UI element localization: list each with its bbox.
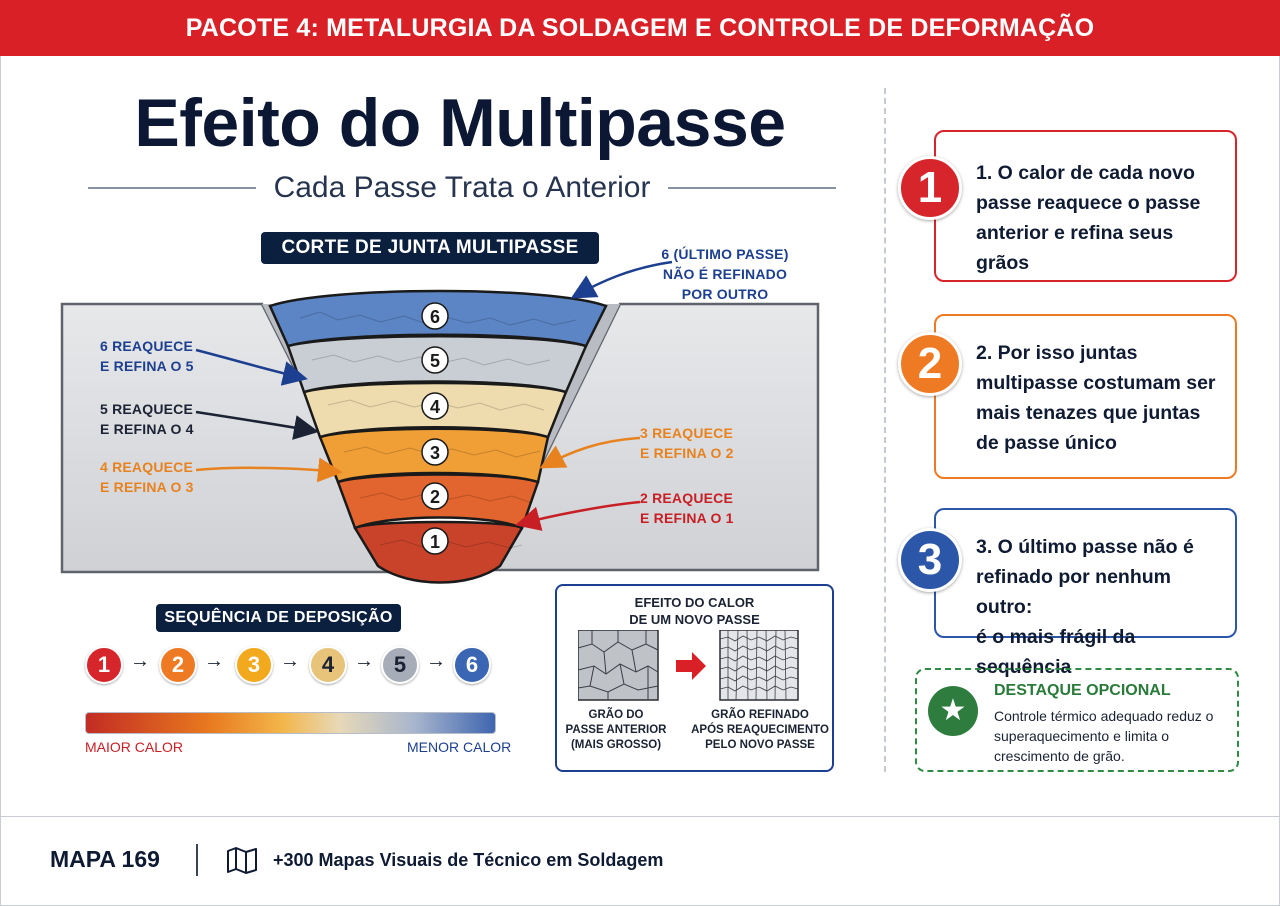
- info-badge-1: 1: [898, 156, 962, 220]
- pass-number-6: 6: [430, 307, 440, 327]
- arrow-right-icon: [676, 652, 706, 680]
- arrow-p6: [195, 348, 308, 386]
- seq-step-2: 2: [159, 646, 197, 684]
- top-banner: PACOTE 4: METALURGIA DA SOLDAGEM E CONTR…: [0, 0, 1280, 56]
- subtitle-line-left: [88, 187, 256, 189]
- callout-p5: 5 REAQUECE E REFINA O 4: [100, 401, 194, 437]
- pass-badge-3: [421, 438, 449, 466]
- seq-step-5: 5: [381, 646, 419, 684]
- fine-grain-icon: [719, 630, 799, 701]
- seq-step-4: 4: [309, 646, 347, 684]
- star-icon: ★: [928, 686, 978, 736]
- pass-badge-5: [421, 346, 449, 374]
- weld-passes: 6 5 4 3 2 1: [268, 289, 608, 584]
- heat-label-min: MENOR CALOR: [407, 739, 512, 755]
- seq-arrow-icon: →: [130, 650, 150, 672]
- info-badge-2: 2: [898, 332, 962, 396]
- callout-p2: 2 REAQUECE E REFINA O 1: [640, 490, 734, 526]
- highlight-title: DESTAQUE OPCIONAL: [994, 682, 1171, 699]
- seq-step-1: 1: [85, 646, 123, 684]
- arrow-p2: [515, 500, 641, 531]
- heat-label-max: MAIOR CALOR: [85, 739, 184, 755]
- pass-number-4: 4: [430, 397, 440, 417]
- info-card-3: 3. O último passe não é refinado por nen…: [934, 508, 1237, 678]
- map-icon: [227, 847, 257, 874]
- footer-separator: [196, 844, 198, 876]
- footer-map-number: MAPA 169: [50, 846, 160, 872]
- sequence-label: SEQUÊNCIA DE DEPOSIÇÃO: [156, 604, 401, 632]
- seq-arrow-icon: →: [354, 650, 374, 672]
- pass-badge-2: [421, 482, 449, 510]
- info-card-2: 2. Por isso juntas multipasse costumam s…: [934, 314, 1237, 479]
- seq-step-3: 3: [235, 646, 273, 684]
- seq-step-6: 6: [453, 646, 491, 684]
- pass-number-5: 5: [430, 351, 440, 371]
- arrow-p3: [539, 436, 641, 469]
- page-subtitle: Cada Passe Trata o Anterior: [273, 171, 651, 204]
- pass-badge-1: [421, 527, 449, 555]
- pass-badge-4: [421, 392, 449, 420]
- grain-comparison: [578, 630, 799, 701]
- page-title: Efeito do Multipasse: [134, 85, 786, 161]
- coarse-grain-caption: GRÃO DO PASSE ANTERIOR (MAIS GROSSO): [565, 709, 667, 751]
- fine-grain-caption: GRÃO REFINADO APÓS REAQUECIMENTO PELO NO…: [691, 709, 829, 751]
- heat-gradient-bar: [85, 712, 496, 734]
- subtitle-line-right: [668, 187, 836, 189]
- seq-arrow-icon: →: [204, 650, 224, 672]
- callout-p4: 4 REAQUECE E REFINA O 3: [100, 459, 194, 495]
- highlight-box: [915, 668, 1239, 772]
- subtitle-row: Cada Passe Trata o Anterior: [88, 170, 836, 206]
- footer-divider: [0, 816, 1280, 817]
- column-divider: [884, 88, 886, 772]
- callout-p3: 3 REAQUECE E REFINA O 2: [640, 425, 734, 461]
- info-badge-3: 3: [898, 528, 962, 592]
- cross-section-label: CORTE DE JUNTA MULTIPASSE: [261, 232, 599, 264]
- pass-number-3: 3: [430, 443, 440, 463]
- coarse-grain-icon: [578, 630, 659, 701]
- callout-last-pass: 6 (ÚLTIMO PASSE) NÃO É REFINADO POR OUTR…: [661, 246, 789, 302]
- heat-effect-title: EFEITO DO CALOR DE UM NOVO PASSE: [629, 595, 760, 627]
- footer-tagline: +300 Mapas Visuais de Técnico em Soldage…: [273, 850, 664, 870]
- seq-arrow-icon: →: [426, 650, 446, 672]
- pass-number-2: 2: [430, 487, 440, 507]
- seq-arrow-icon: →: [280, 650, 300, 672]
- arrow-p5: [195, 410, 319, 440]
- callout-p6: 6 REAQUECE E REFINA O 5: [100, 338, 194, 374]
- arrow-p4: [195, 457, 343, 483]
- arrow-last-pass: [570, 260, 673, 299]
- info-card-1: 1. O calor de cada novo passe reaquece o…: [934, 130, 1237, 282]
- pass-badge-6: [421, 302, 449, 330]
- pass-number-1: 1: [430, 532, 440, 552]
- highlight-text: Controle térmico adequado reduz o supera…: [994, 708, 1214, 764]
